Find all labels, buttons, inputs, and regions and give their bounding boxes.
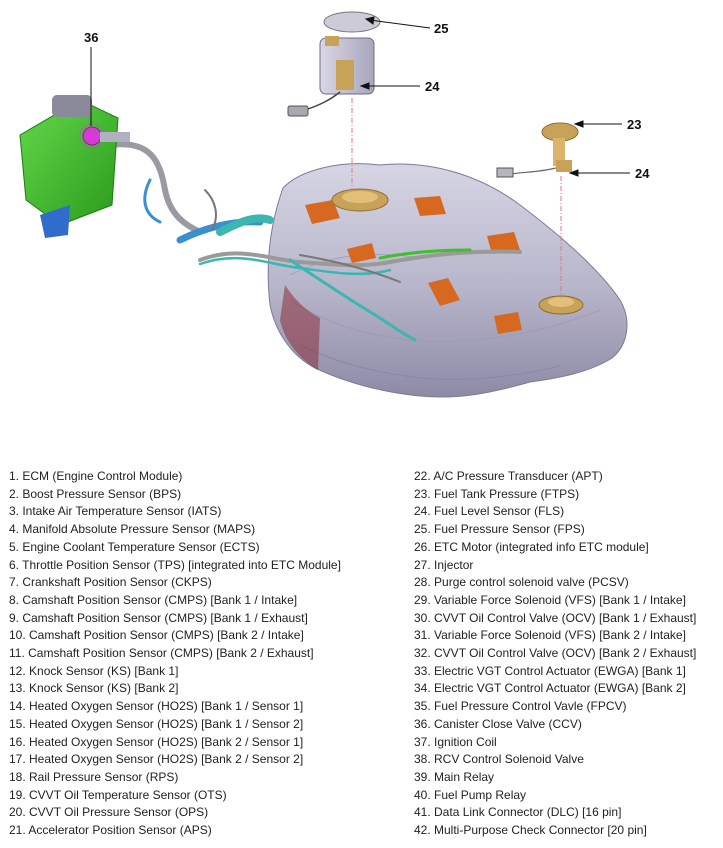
- legend-item: 24. Fuel Level Sensor (FLS): [414, 504, 565, 519]
- legend-item: 2. Boost Pressure Sensor (BPS): [9, 486, 182, 501]
- fuel-system-diagram: 36 25 24 23 24: [19, 11, 650, 398]
- fuel-level-sender: [496, 122, 579, 178]
- legend-item: 21. Accelerator Position Sensor (APS): [9, 823, 212, 838]
- legend-item: 36. Canister Close Valve (CCV): [414, 716, 582, 731]
- legend-item: 33. Electric VGT Control Actuator (EWGA)…: [414, 663, 686, 678]
- legend-item: 9. Camshaft Position Sensor (CMPS) [Bank…: [9, 610, 308, 625]
- legend-item: 23. Fuel Tank Pressure (FTPS): [414, 486, 580, 501]
- legend-column-right: 22. A/C Pressure Transducer (APT) 23. Fu…: [414, 468, 696, 840]
- legend-item: 30. CVVT Oil Control Valve (OCV) [Bank 1…: [414, 610, 697, 625]
- legend-item: 29. Variable Force Solenoid (VFS) [Bank …: [414, 592, 686, 607]
- legend-item: 40. Fuel Pump Relay: [414, 787, 527, 802]
- legend-item: 26. ETC Motor (integrated info ETC modul…: [414, 539, 649, 554]
- tank-pads: [305, 196, 522, 334]
- legend-item: 15. Heated Oxygen Sensor (HO2S) [Bank 1 …: [9, 716, 304, 731]
- legend-item: 27. Injector: [414, 557, 474, 572]
- legend-item: 4. Manifold Absolute Pressure Sensor (MA…: [9, 522, 256, 537]
- legend-item: 28. Purge control solenoid valve (PCSV): [414, 575, 629, 590]
- legend-item: 18. Rail Pressure Sensor (RPS): [9, 769, 179, 784]
- pump-flange-secondary: [538, 295, 584, 315]
- legend-item: 16. Heated Oxygen Sensor (HO2S) [Bank 2 …: [9, 734, 304, 749]
- callout-24-upper: 24: [425, 79, 440, 94]
- callout-23: 23: [627, 117, 641, 132]
- legend-item: 5. Engine Coolant Temperature Sensor (EC…: [9, 539, 260, 554]
- legend-item: 39. Main Relay: [414, 769, 495, 784]
- component-legend: 1. ECM (Engine Control Module) 2. Boost …: [0, 468, 723, 848]
- legend-item: 41. Data Link Connector (DLC) [16 pin]: [414, 805, 622, 820]
- legend-item: 37. Ignition Coil: [414, 734, 497, 749]
- legend-item: 11. Camshaft Position Sensor (CMPS) [Ban…: [9, 646, 314, 661]
- callout-24-lower: 24: [635, 166, 650, 181]
- callout-25: 25: [434, 21, 448, 36]
- legend-item: 31. Variable Force Solenoid (VFS) [Bank …: [414, 628, 686, 643]
- legend-item: 32. CVVT Oil Control Valve (OCV) [Bank 2…: [414, 646, 697, 661]
- legend-item: 1. ECM (Engine Control Module): [9, 469, 183, 483]
- legend-item: 14. Heated Oxygen Sensor (HO2S) [Bank 1 …: [9, 699, 304, 714]
- legend-item: 25. Fuel Pressure Sensor (FPS): [414, 522, 585, 537]
- legend-item: 7. Crankshaft Position Sensor (CKPS): [9, 575, 212, 590]
- legend-item: 10. Camshaft Position Sensor (CMPS) [Ban…: [9, 628, 304, 643]
- legend-item: 6. Throttle Position Sensor (TPS) [integ…: [9, 557, 341, 572]
- legend-column-left: 1. ECM (Engine Control Module) 2. Boost …: [9, 468, 341, 840]
- fuel-lines: [198, 248, 522, 342]
- legend-item: 34. Electric VGT Control Actuator (EWGA)…: [414, 681, 686, 696]
- legend-item: 12. Knock Sensor (KS) [Bank 1]: [9, 663, 179, 678]
- legend-item: 20. CVVT Oil Pressure Sensor (OPS): [9, 805, 209, 820]
- assembly-guide-lines: [351, 98, 562, 298]
- pump-flange-main: [331, 188, 389, 212]
- legend-item: 8. Camshaft Position Sensor (CMPS) [Bank…: [9, 592, 298, 607]
- legend-item: 22. A/C Pressure Transducer (APT): [414, 469, 603, 483]
- legend-item: 19. CVVT Oil Temperature Sensor (OTS): [9, 787, 227, 802]
- fuel-pump-module: [287, 11, 381, 117]
- callout-36: 36: [84, 30, 98, 45]
- canister-assembly: [19, 95, 130, 238]
- legend-item: 42. Multi-Purpose Check Connector [20 pi…: [414, 823, 647, 838]
- callout-leaders: [90, 16, 630, 177]
- legend-item: 3. Intake Air Temperature Sensor (IATS): [9, 504, 222, 519]
- canister-hoses: [107, 141, 274, 244]
- legend-item: 35. Fuel Pressure Control Vavle (FPCV): [414, 699, 627, 714]
- legend-item: 38. RCV Control Solenoid Valve: [414, 752, 584, 767]
- legend-item: 13. Knock Sensor (KS) [Bank 2]: [9, 681, 179, 696]
- legend-item: 17. Heated Oxygen Sensor (HO2S) [Bank 2 …: [9, 752, 304, 767]
